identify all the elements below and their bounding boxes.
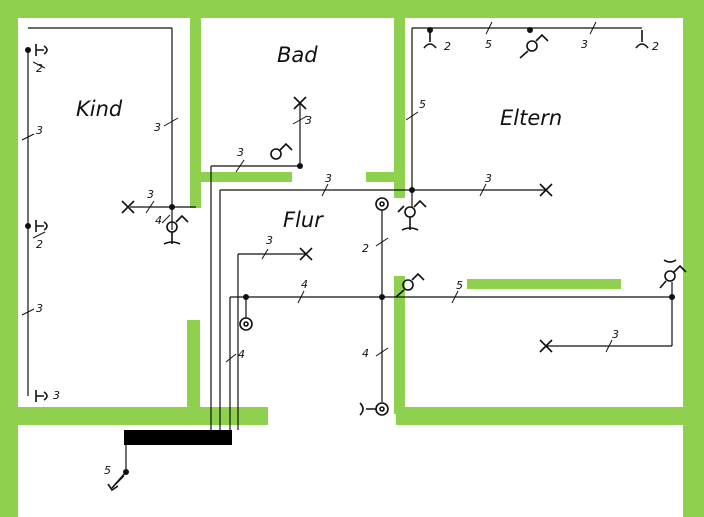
wall-kind-bad xyxy=(190,18,201,208)
lamp-icon xyxy=(121,200,135,214)
room-label-flur: Flur xyxy=(283,208,324,232)
switch-icon xyxy=(519,33,549,59)
wire-count: 3 xyxy=(53,389,60,402)
room-label-kind: Kind xyxy=(76,97,123,121)
floor-socket-icon xyxy=(239,317,253,331)
wire-count: 3 xyxy=(581,38,588,51)
wire-count: 3 xyxy=(36,124,43,137)
wire-count: 3 xyxy=(612,328,619,341)
wire-count: 2 xyxy=(36,62,43,75)
wire-count: 3 xyxy=(266,234,273,247)
wall-flur-eltern-lower xyxy=(394,276,405,414)
junction-dot xyxy=(25,223,31,229)
wire-count: 2 xyxy=(362,242,369,255)
wire-ticks xyxy=(21,21,613,487)
wire-count: 3 xyxy=(237,146,244,159)
socket-icon xyxy=(35,44,48,56)
junction-dot xyxy=(169,204,175,210)
switch-icon xyxy=(395,272,425,298)
room-label-eltern: Eltern xyxy=(500,106,562,130)
outer-wall-right xyxy=(683,0,704,517)
socket-icon xyxy=(423,30,437,49)
junction-dot xyxy=(527,27,533,33)
lamp-icon xyxy=(293,96,307,110)
wall-bad-flur-right xyxy=(366,172,398,182)
wire-count: 3 xyxy=(305,114,312,127)
wire-count: 5 xyxy=(456,279,463,292)
wall-eltern-partition xyxy=(467,279,621,289)
wire-count: 3 xyxy=(485,172,492,185)
outer-wall-bottom-right xyxy=(396,407,704,425)
socket-icon xyxy=(635,30,649,49)
junction-dot xyxy=(669,294,675,300)
lamp-icon xyxy=(299,247,313,261)
lamp-icon xyxy=(539,183,553,197)
wire-count: 3 xyxy=(325,172,332,185)
wire-count: 5 xyxy=(419,98,426,111)
floor-socket-icon xyxy=(359,402,389,416)
switch-icon xyxy=(270,142,293,160)
wire-count: 2 xyxy=(652,40,659,53)
outer-wall-bottom-left xyxy=(0,407,268,425)
wiring xyxy=(27,27,673,472)
wire-count: 3 xyxy=(36,302,43,315)
junction-dot xyxy=(297,163,303,169)
switch-icon xyxy=(659,259,687,289)
wire-count: 2 xyxy=(36,238,43,251)
junction-dot xyxy=(243,294,249,300)
wire-count: 2 xyxy=(444,40,451,53)
wire-count-labels: 2 3 3 3 4 2 3 3 3 3 3 3 2 5 3 2 5 2 3 4 … xyxy=(36,38,659,477)
wire-count: 3 xyxy=(147,188,154,201)
wire-count: 3 xyxy=(154,121,161,134)
junction-dot xyxy=(379,294,385,300)
switch-icon xyxy=(397,199,427,231)
wire-count: 4 xyxy=(155,214,162,227)
wall-bad-eltern xyxy=(394,18,405,198)
switch-icon xyxy=(163,214,189,245)
wire-count: 4 xyxy=(238,348,245,361)
outer-wall-left xyxy=(0,0,18,517)
socket-icon xyxy=(35,220,48,232)
junction-dot xyxy=(409,187,415,193)
distribution-box xyxy=(124,430,232,445)
wall-kind-lower xyxy=(187,320,200,410)
socket-icon xyxy=(35,390,48,402)
floor-socket-icon xyxy=(375,197,389,211)
wire-count: 5 xyxy=(485,38,492,51)
wire-count: 5 xyxy=(104,464,111,477)
wall-bad-flur-left xyxy=(198,172,292,182)
room-label-bad: Bad xyxy=(277,43,318,67)
symbols xyxy=(35,30,687,416)
lamp-icon xyxy=(539,339,553,353)
wire-count: 4 xyxy=(301,278,308,291)
junction-dot xyxy=(25,47,31,53)
outer-wall-top xyxy=(0,0,704,18)
wire-count: 4 xyxy=(362,347,369,360)
